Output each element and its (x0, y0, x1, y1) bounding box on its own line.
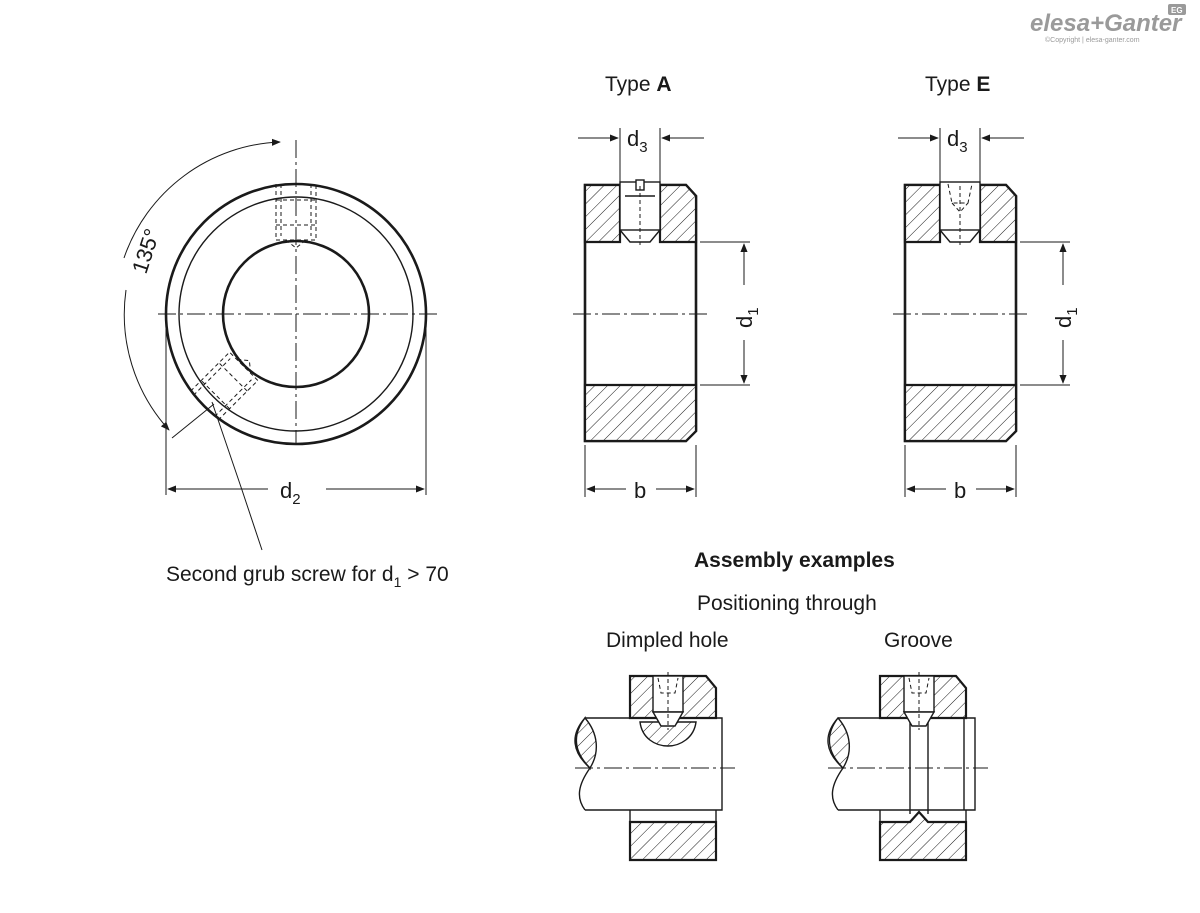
type-e-section: Type E d3 d1 b (893, 73, 1081, 503)
dimpled-hole-caption: Dimpled hole (606, 629, 729, 652)
angle-label: 135° (127, 226, 165, 277)
assembly-examples: Assembly examples Positioning through Di… (574, 549, 988, 862)
type-a-title: Type A (605, 73, 672, 96)
type-e-d1-label: d1 (1051, 307, 1081, 328)
assembly-subheading: Positioning through (697, 592, 877, 615)
brand-copyright: ©Copyright | elesa-ganter.com (1045, 36, 1140, 44)
groove-example (827, 672, 988, 862)
assembly-heading: Assembly examples (694, 549, 895, 572)
type-a-d1-label: d1 (732, 307, 762, 328)
brand-name: elesa+Ganter (1030, 10, 1183, 37)
brand-badge-box (1168, 4, 1186, 15)
brand-badge: EG (1171, 6, 1183, 15)
type-e-b-label: b (954, 478, 966, 503)
dimpled-hole-example (574, 672, 735, 862)
second-screw-note: Second grub screw for d1 > 70 (166, 563, 449, 590)
type-a-section: Type A d3 d1 b (573, 73, 762, 503)
angle-arc (123, 138, 281, 259)
type-a-d3-label: d3 (627, 126, 648, 156)
type-a-b-label: b (634, 478, 646, 503)
angle-arc-lower (123, 289, 170, 431)
front-view: 135° d2 Second grub screw for d1 > 70 (123, 138, 449, 590)
type-e-d3-label: d3 (947, 126, 968, 156)
groove-caption: Groove (884, 629, 953, 652)
brand-logo: elesa+Ganter EG ©Copyright | elesa-gante… (1030, 4, 1186, 44)
grub-screw-second (189, 351, 259, 421)
type-e-title: Type E (925, 73, 990, 96)
grub-screw-top (275, 184, 317, 249)
d2-label: d2 (280, 478, 301, 508)
